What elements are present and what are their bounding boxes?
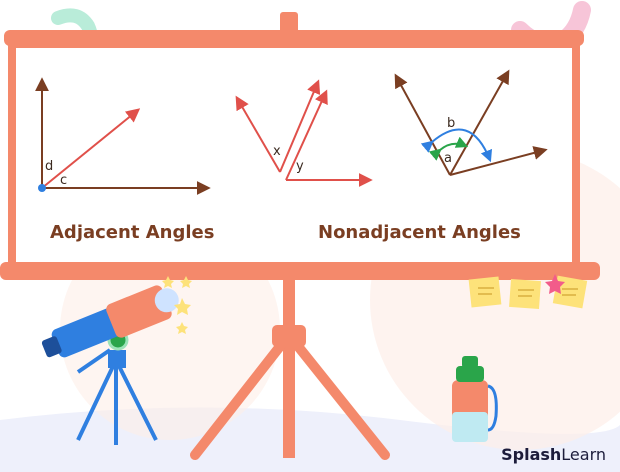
sticky-note-lines	[478, 287, 578, 297]
adjacent-angles-title: Adjacent Angles	[50, 222, 214, 243]
angle-label-d: d	[45, 159, 53, 174]
sticky-note-1	[468, 276, 502, 308]
board-bottom-rail	[0, 262, 600, 280]
angle-label-c: c	[60, 173, 67, 188]
angle-label-y: y	[296, 159, 304, 174]
angle-arc-b	[420, 128, 493, 163]
easel-leg-right	[288, 335, 390, 460]
easel-joint	[272, 325, 306, 347]
adjacent-vertex	[38, 184, 46, 192]
star-icon-3	[180, 276, 192, 288]
sticky-notes	[468, 274, 588, 310]
nonadjacent-ray-left	[235, 95, 281, 173]
tripod-head	[108, 350, 126, 368]
easel-stand	[190, 12, 390, 460]
nonadjacent-ray-mid-2	[285, 89, 328, 181]
adjacent-ray-shared	[41, 108, 141, 189]
sticky-note-2	[509, 278, 541, 310]
angle-label-x: x	[273, 144, 281, 159]
angle-arc-a	[428, 136, 469, 161]
bottle-cap	[456, 366, 484, 382]
nonadjacent-angles-diagram-xy: x y	[235, 79, 373, 187]
logo-text-learn: Learn	[561, 445, 606, 464]
nonadjacent-angles-diagram-ab: b a	[394, 69, 548, 176]
bottle-spout	[462, 356, 478, 368]
nonadjacent-ray-mid-1	[279, 79, 321, 173]
star-icon-pink	[545, 274, 565, 294]
bottle-strap	[487, 384, 498, 432]
logo-text-splash: Splash	[501, 445, 562, 464]
star-icon-2	[162, 276, 174, 288]
bottle-water	[452, 412, 488, 442]
easel-leg-left	[190, 335, 290, 460]
adjacent-angles-diagram: d c	[35, 77, 211, 195]
telescope-eyepiece	[41, 336, 62, 358]
telescope-lens	[154, 288, 179, 313]
telescope-handle	[76, 348, 112, 374]
easel-pole	[283, 278, 295, 458]
star-icon-1	[174, 298, 191, 315]
water-bottle	[452, 356, 498, 442]
star-icon-4	[176, 322, 188, 334]
telescope	[41, 276, 192, 445]
angle-label-b: b	[447, 116, 455, 131]
nonadjacent-angles-title: Nonadjacent Angles	[318, 222, 521, 243]
angle-label-a: a	[444, 151, 452, 166]
tripod-leg-left	[76, 359, 118, 441]
vertical-ray-right	[449, 146, 548, 176]
easel-top-clip	[280, 12, 298, 34]
splashlearn-logo: SplashLearn	[501, 445, 606, 464]
tripod-leg-right	[114, 359, 158, 441]
